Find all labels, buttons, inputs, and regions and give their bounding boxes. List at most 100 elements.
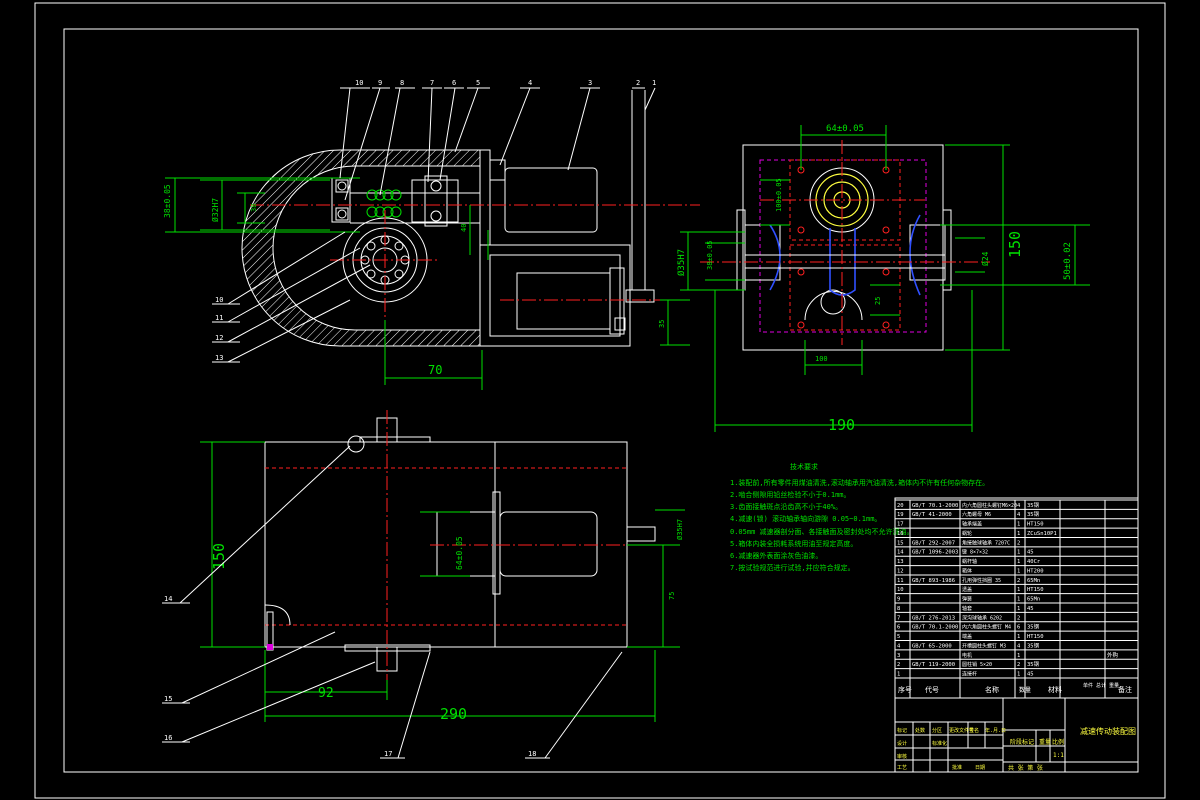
title-change: 更改文件号 bbox=[949, 727, 974, 734]
balloon-2: 2 bbox=[636, 79, 640, 87]
bom-cell: 轴套 bbox=[962, 605, 972, 612]
bom-cell: ZCuSn10P1 bbox=[1027, 531, 1057, 537]
bom-cell: 1 bbox=[1017, 653, 1020, 659]
bom-cell: 35钢 bbox=[1027, 660, 1040, 668]
bom-cell: 8 bbox=[897, 606, 900, 612]
bom-cell: 轴承端盖 bbox=[962, 521, 982, 528]
balloon-10: 10 bbox=[355, 79, 363, 87]
note-line: 3.齿面接触斑点沿齿高不小于40%。 bbox=[730, 502, 842, 511]
bom-header-material: 材料 bbox=[1048, 685, 1062, 694]
dim-190: 190 bbox=[828, 416, 855, 434]
dim-100-side: 100±0.05 bbox=[775, 178, 783, 212]
bom-header-remark: 备注 bbox=[1118, 685, 1132, 694]
bom-cell: HT150 bbox=[1027, 587, 1044, 593]
bom-cell: 深沟球轴承 6202 bbox=[962, 614, 1002, 621]
bom-cell: GB/T 893-1986 bbox=[912, 578, 955, 584]
bom-cell: GB/T 292-2007 bbox=[912, 540, 955, 546]
bom-cell: 4 bbox=[897, 643, 901, 649]
note-line: 1.装配前,所有零件用煤油清洗,滚动轴承用汽油清洗,箱体内不许有任何杂物存在。 bbox=[730, 478, 989, 487]
title-block: 减速传动装配图 阶段标记 重量 比例 1:1 共 张 第 张 标记 处数 分区 … bbox=[895, 698, 1138, 772]
bom-cell: 45 bbox=[1027, 672, 1034, 678]
balloon-3: 3 bbox=[588, 79, 592, 87]
title-zone: 分区 bbox=[932, 727, 942, 734]
bom-cell: 1 bbox=[1017, 672, 1020, 678]
dim-35h7-front: Ø35H7 bbox=[676, 519, 684, 540]
bom-cell: 键 8×7×32 bbox=[962, 549, 988, 556]
bom-cell: 1 bbox=[1017, 587, 1020, 593]
balloon-left-11: 11 bbox=[215, 314, 223, 322]
note-line: 7.按试验规范进行试验,并应符合规定。 bbox=[730, 563, 855, 572]
title-sheet: 共 张 第 张 bbox=[1008, 764, 1043, 772]
balloon-16: 16 bbox=[164, 734, 172, 742]
balloon-left-10: 10 bbox=[215, 296, 223, 304]
bom-cell: 1 bbox=[1017, 522, 1020, 528]
bom-cell: 5 bbox=[897, 634, 900, 640]
bom-header-no: 序号 bbox=[898, 685, 912, 694]
balloon-6: 6 bbox=[452, 79, 456, 87]
dim-70: 70 bbox=[428, 363, 442, 377]
dim-24: Ø24 bbox=[980, 251, 990, 266]
note-line: 0.05mm 减速器剖分面、各接触面及密封处均不允许漏油。 bbox=[730, 527, 914, 536]
bom-cell: 1 bbox=[1017, 531, 1020, 537]
bom-cell: 箱体 bbox=[962, 567, 972, 574]
dim-64-top: 64±0.05 bbox=[826, 124, 864, 134]
bom-cell: 内六角圆柱头螺钉 M4 bbox=[962, 624, 1011, 631]
balloon-15: 15 bbox=[164, 695, 172, 703]
bom-header-name: 名称 bbox=[985, 685, 999, 694]
bom-cell: 弹簧 bbox=[962, 596, 972, 603]
dim-100-bottom: 100 bbox=[815, 355, 828, 363]
title-std: 标准化 bbox=[932, 740, 947, 747]
bom-cell: HT150 bbox=[1027, 522, 1044, 528]
bom-cell: 电机 bbox=[962, 652, 972, 659]
dim-50-002: 50±0.02 bbox=[1063, 242, 1073, 280]
bom-cell: 六角螺母 M6 bbox=[962, 511, 991, 518]
bom-cell: 19 bbox=[897, 512, 904, 518]
note-line: 6.减速器外表面涂灰色油漆。 bbox=[730, 551, 822, 560]
dim-38-a: 38±0.05 bbox=[163, 184, 172, 218]
bom-cell: 透盖 bbox=[962, 586, 972, 593]
balloon-5: 5 bbox=[476, 79, 480, 87]
title-sign: 签名 bbox=[969, 727, 979, 734]
bom-cell: GB/T 276-2013 bbox=[912, 615, 955, 621]
title-scale: 1:1 bbox=[1053, 752, 1064, 759]
title-stage: 阶段标记 bbox=[1010, 738, 1034, 746]
dim-150-front: 150 bbox=[210, 543, 228, 570]
outer-border bbox=[34, 2, 1166, 799]
title-ymd: 年.月.日 bbox=[985, 727, 1006, 734]
inner-border bbox=[63, 28, 1139, 773]
bom-cell: HT200 bbox=[1027, 568, 1044, 574]
dim-75: 75 bbox=[668, 592, 676, 600]
bom-cell: 2 bbox=[1017, 615, 1020, 621]
bom-cell: 内六角圆柱头螺钉M6×20 bbox=[962, 502, 1017, 509]
bom-cell: 35钢 bbox=[1027, 501, 1040, 509]
bom-cell: 1 bbox=[1017, 550, 1020, 556]
balloon-left-12: 12 bbox=[215, 334, 223, 342]
bom-cell: 2 bbox=[897, 662, 900, 668]
bom-cell: GB/T 41-2000 bbox=[912, 512, 952, 518]
bom-cell: 16 bbox=[897, 531, 904, 537]
balloon-4: 4 bbox=[528, 79, 532, 87]
dim-38-side: 38±0.05 bbox=[706, 240, 714, 270]
bom-header: 序号 代号 名称 数量 材料 单件 总计 重量 备注 bbox=[898, 682, 1132, 694]
bom-header-code: 代号 bbox=[925, 685, 939, 694]
bom-cell: 11 bbox=[897, 578, 904, 584]
balloon-14: 14 bbox=[164, 595, 172, 603]
dim-290: 290 bbox=[440, 705, 467, 723]
bom-cell: 6 bbox=[1017, 625, 1020, 631]
bom-header-qty: 数量 bbox=[1019, 686, 1031, 694]
bom-cell: GB/T 65-2000 bbox=[912, 643, 952, 649]
bom-cell: GB/T 70.1-2000 bbox=[912, 503, 958, 509]
bom-cell: 15 bbox=[897, 540, 904, 546]
balloon-17: 17 bbox=[384, 750, 392, 758]
bom-cell: 4 bbox=[1017, 643, 1021, 649]
bom-cell: 蜗轮 bbox=[962, 530, 972, 537]
bom-cell: 开槽圆柱头螺钉 M3 bbox=[962, 642, 1006, 649]
bom-cell: 连接杆 bbox=[962, 671, 977, 678]
front-view: 150 64±0.05 75 Ø35H7 92 290 14 15 16 17 … bbox=[162, 410, 685, 759]
bom-cell: 9 bbox=[897, 597, 900, 603]
bom-cell: 2 bbox=[1017, 578, 1020, 584]
bom-cell: 17 bbox=[897, 522, 904, 528]
bom-cell: 35钢 bbox=[1027, 510, 1040, 518]
notes-title: 技术要求 bbox=[790, 462, 818, 471]
bom-cell: 35钢 bbox=[1027, 641, 1040, 649]
